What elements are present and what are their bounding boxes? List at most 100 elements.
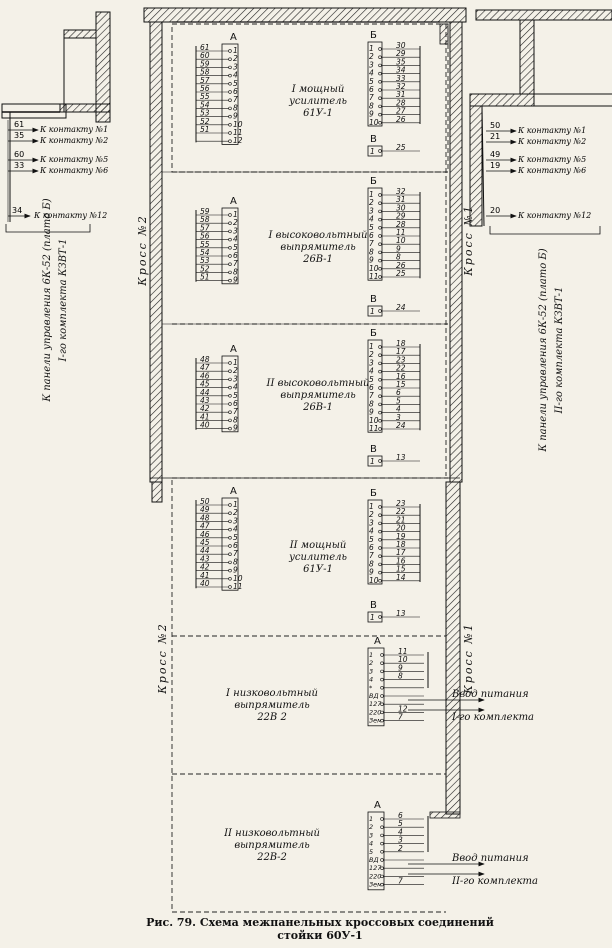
right-cable-duct: [469, 9, 612, 235]
block-b-pin-num: 6: [369, 231, 374, 240]
block-v-terminal: [378, 459, 382, 463]
block-a-terminal: [380, 686, 384, 690]
left-contact-num: 61: [14, 120, 24, 129]
block-a-terminal: [380, 825, 384, 829]
block-a-pin-num: 9: [233, 276, 238, 285]
block-b-pin-num: 10: [369, 264, 379, 273]
block-a-wire-num: 40: [200, 579, 210, 588]
block-a-pin-num: 7: [233, 259, 238, 268]
block-b-terminal: [378, 402, 382, 407]
block-v-wire-num: 13: [396, 609, 406, 618]
block-b-terminal: [378, 513, 382, 517]
block-b-wire-num: 16: [396, 372, 406, 381]
block-v-label: В: [370, 294, 377, 305]
block-a-pin-num: 1: [369, 815, 373, 823]
block-a-pin-num: 2: [369, 659, 373, 667]
block-a-pin-num: 8: [233, 267, 238, 276]
block-a-pin-num: 9: [233, 566, 238, 575]
block-b-pin-num: 7: [369, 239, 374, 248]
block-b-terminal: [378, 345, 382, 349]
block-b-wire-num: 9: [396, 244, 401, 253]
right-contact-label: К контакту №1: [517, 126, 586, 135]
block-a-wire-num: 52: [200, 117, 210, 126]
left-contact-row: 35 К контакту №2: [8, 131, 108, 145]
block-a-wire-num: 50: [200, 497, 210, 506]
block-a-terminal: [228, 519, 232, 524]
block-a-wire-num: 41: [200, 571, 210, 580]
block-b-wire-num: 23: [396, 499, 406, 508]
block-a-terminal: [380, 694, 384, 698]
block-a-terminal: [228, 213, 232, 217]
block-a-terminal: [380, 661, 384, 665]
block-v-wire-num: 25: [396, 143, 406, 152]
block-b-pin-num: 11: [369, 424, 379, 433]
block-a-wire-num: 59: [200, 59, 210, 68]
block-a-pin-num: 6: [233, 399, 238, 408]
right-contacts: 50 К контакту №1 21 К контакту №2 49 К к…: [486, 121, 591, 220]
block-b-terminal: [378, 104, 382, 109]
block-b-pin-num: 3: [369, 358, 374, 367]
block-a-pin-num: 9: [233, 424, 238, 433]
block-b-terminal: [378, 193, 382, 197]
block-b-wire-num: 20: [396, 524, 406, 533]
block-b-pin-num: 9: [369, 408, 374, 417]
unit-title-line: 22В 2: [256, 712, 287, 723]
block-b-wire-num: 18: [396, 339, 406, 348]
block-v-terminal: [378, 149, 382, 153]
block-b-terminal: [378, 410, 382, 415]
block-b-pin-num: 10: [369, 576, 379, 585]
block-b-pin-num: 11: [369, 272, 379, 281]
right-contact-num: 20: [490, 206, 500, 215]
unit-title-line: I низковольтный: [225, 688, 318, 699]
block-b-terminal: [378, 521, 382, 526]
block-b-wire-num: 35: [396, 57, 406, 66]
right-side-label-1: К панели управления 6К-52 (плато Б): [538, 248, 549, 452]
right-contact-row: 19 К контакту №6: [486, 161, 586, 175]
block-b-wire-num: 19: [396, 532, 406, 541]
block-a-frame: [367, 647, 385, 727]
block-a-frame: [221, 497, 239, 591]
block-a-pin-num: 1: [369, 651, 373, 659]
block-a-wire-num: 48: [200, 513, 210, 522]
block-b-terminal: [378, 226, 382, 230]
block-a-wire-num: 47: [200, 363, 210, 372]
block-a-terminal: [228, 503, 232, 507]
block-b-wire-num: 3: [396, 413, 401, 422]
unit-title-line: I высоковольтный: [267, 230, 367, 241]
left-contact-num: 60: [14, 150, 24, 159]
block-v-label: В: [370, 134, 377, 145]
block-b-pin-num: 1: [369, 502, 374, 511]
block-b-terminal: [378, 63, 382, 68]
block-b-wire-num: 28: [396, 98, 406, 107]
block-b-terminal: [378, 96, 382, 100]
block-b-wire-num: 30: [396, 41, 406, 50]
block-a-frame: [221, 43, 239, 145]
block-a-pin-num: 4: [369, 676, 373, 684]
block-b-pin-num: 4: [369, 215, 374, 224]
block-a-pin-num: 3: [233, 516, 238, 525]
block-a-wire-num: 9: [398, 663, 403, 672]
block-a-wire-num: 7: [398, 877, 403, 886]
block-a-pin-num: 127: [369, 700, 382, 708]
block-a-terminal: [228, 65, 232, 70]
block-a-pin-num: Зем: [369, 881, 382, 889]
block-a-pin-num: 7: [233, 549, 238, 558]
right-contact-num: 49: [490, 150, 500, 159]
block-a-wire-num: 57: [200, 223, 210, 232]
block-a-pin-num: 2: [369, 823, 373, 831]
block-a-wire-num: 2: [398, 844, 403, 853]
block-a-pin-num: 5: [233, 533, 238, 542]
block-a-terminal: [228, 98, 232, 102]
power-label-2: II-го комплекта: [451, 876, 538, 887]
block-a-pin-num: 6: [233, 541, 238, 550]
block-a-wire-num: 43: [200, 554, 210, 563]
unit-title-line: усилитель: [288, 96, 347, 107]
block-a-wire-num: 43: [200, 396, 210, 405]
block-a-pin-num: 8: [233, 557, 238, 566]
block-b-terminal: [378, 258, 382, 263]
caption-line-2: стойки 60У-1: [277, 929, 363, 942]
block-a-wire-num: 11: [398, 647, 408, 656]
block-b-pin-num: 4: [369, 367, 374, 376]
block-a-pin-num: 6: [233, 87, 238, 96]
